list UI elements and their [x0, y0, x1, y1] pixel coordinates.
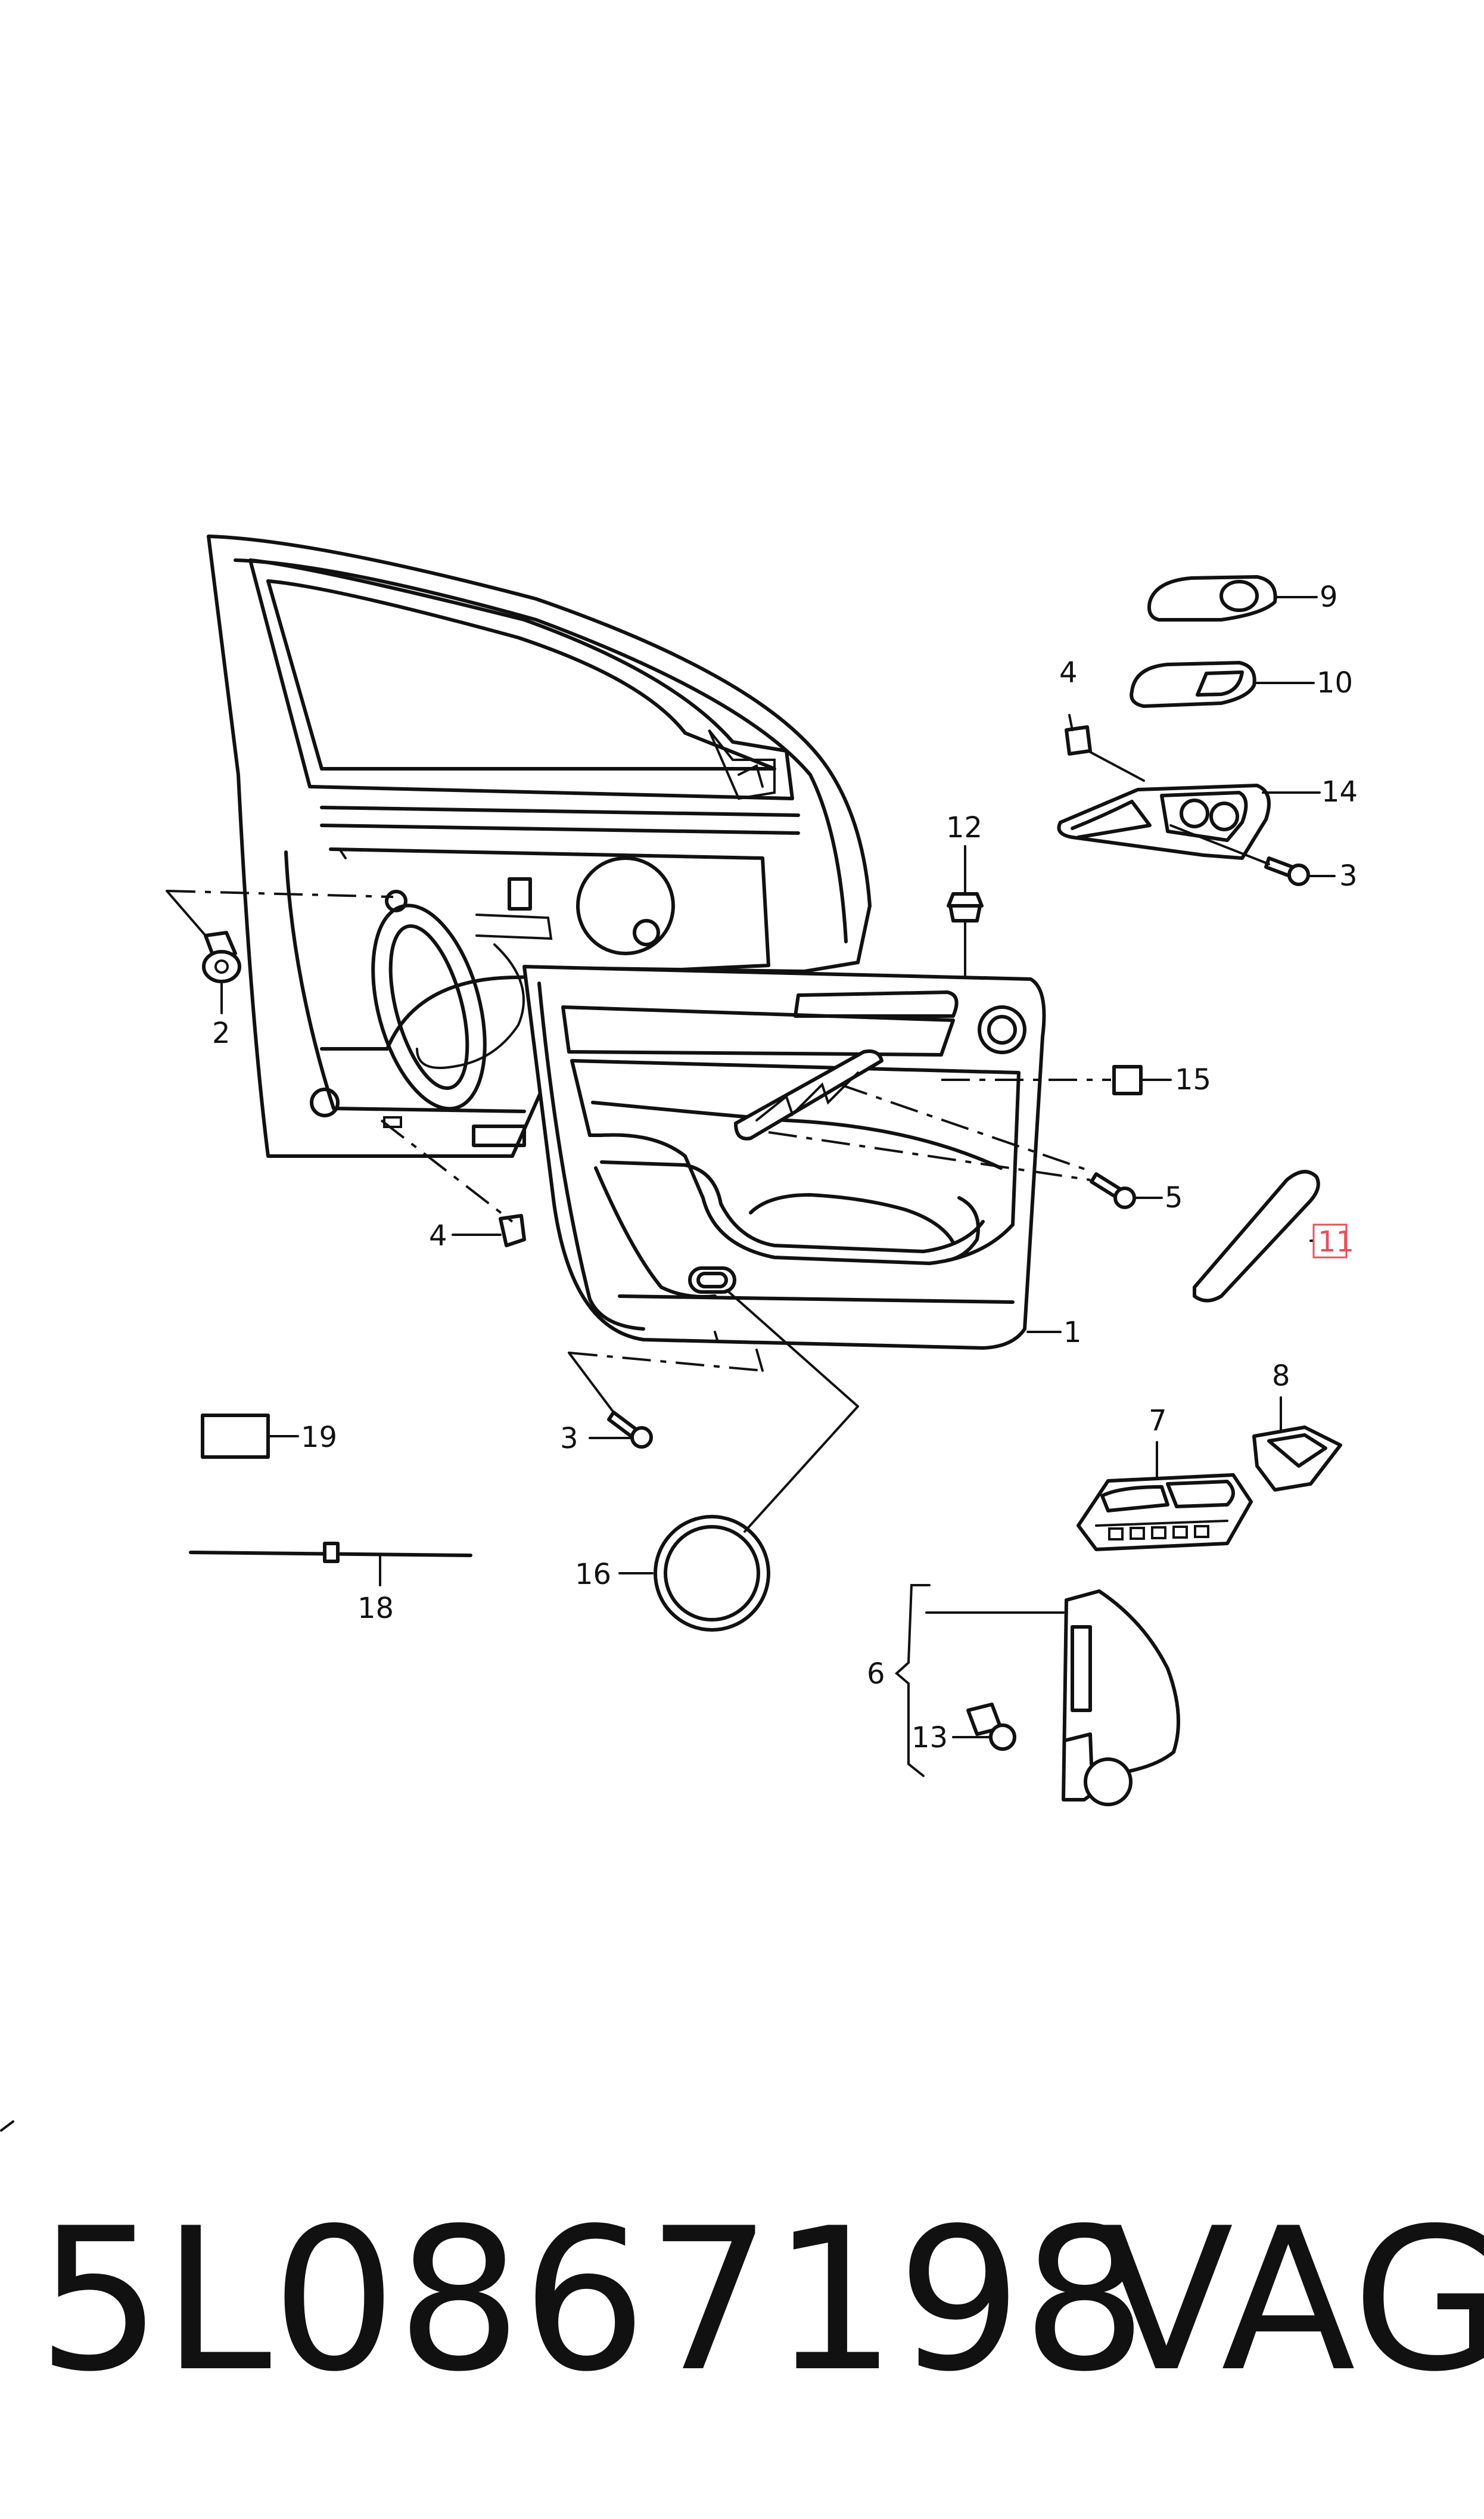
part-13-grommet	[952, 1703, 1016, 1751]
callout-15: 15	[1175, 1063, 1211, 1097]
part-11-trim-strip	[1193, 1170, 1320, 1303]
callout-7: 7	[1149, 1404, 1167, 1437]
part-2-clip	[202, 931, 241, 1014]
part-8-switch-bezel	[1252, 1396, 1342, 1492]
callout-3-upper: 3	[1339, 859, 1358, 893]
armrest-handle	[734, 1049, 883, 1141]
part-3-screw-upper	[1264, 856, 1336, 886]
callout-11: 11	[1318, 1225, 1354, 1259]
callout-16: 16	[575, 1558, 611, 1591]
callout-18: 18	[357, 1592, 394, 1625]
callout-8: 8	[1272, 1359, 1290, 1393]
part-4-clip-lower	[452, 1214, 526, 1247]
part-14-door-handle	[1057, 784, 1321, 860]
part-6-switch-housing	[894, 1584, 1180, 1806]
callout-3-lower: 3	[560, 1422, 578, 1455]
part-18-cable-tie	[189, 1542, 472, 1586]
door-trim-panel	[522, 965, 1046, 1350]
part-4-clip-upper	[1065, 714, 1092, 756]
callout-9: 9	[1320, 580, 1338, 614]
part-16-speaker-ring	[618, 1515, 770, 1632]
part-12-clip	[947, 845, 984, 979]
part-19-label	[201, 1414, 299, 1459]
callout-10: 10	[1317, 666, 1353, 700]
part-7-keys	[1108, 1525, 1209, 1540]
part-10-handle-insert	[1130, 661, 1315, 708]
part-number: 5L0867198	[37, 2186, 1147, 2415]
callout-12: 12	[946, 811, 982, 844]
part-5-screw	[1090, 1172, 1163, 1209]
callout-1: 1	[1063, 1316, 1082, 1349]
callout-5: 5	[1165, 1181, 1183, 1215]
part-9-trim-cover	[1147, 575, 1318, 622]
callout-2: 2	[212, 1017, 231, 1050]
brand-name: VAG	[1099, 2186, 1484, 2415]
part-7-switch-unit	[1077, 1441, 1253, 1551]
callout-11-highlight	[1312, 1223, 1348, 1259]
callout-4-lower: 4	[429, 1219, 447, 1253]
callout-14: 14	[1321, 775, 1358, 809]
callout-4-upper: 4	[1059, 656, 1078, 689]
edge-tick-mark	[0, 2120, 14, 2132]
callout-6: 6	[867, 1657, 885, 1691]
part-15-clip	[1112, 1065, 1172, 1095]
callout-19: 19	[301, 1421, 337, 1454]
part-3-screw-lower	[589, 1411, 653, 1449]
leader-lines	[166, 751, 1270, 1533]
callout-labels: 9 10 4 14 3 12 2 15 5 4 11 1 8 7 19 3 16…	[212, 580, 1358, 1754]
callout-13: 13	[911, 1721, 948, 1754]
